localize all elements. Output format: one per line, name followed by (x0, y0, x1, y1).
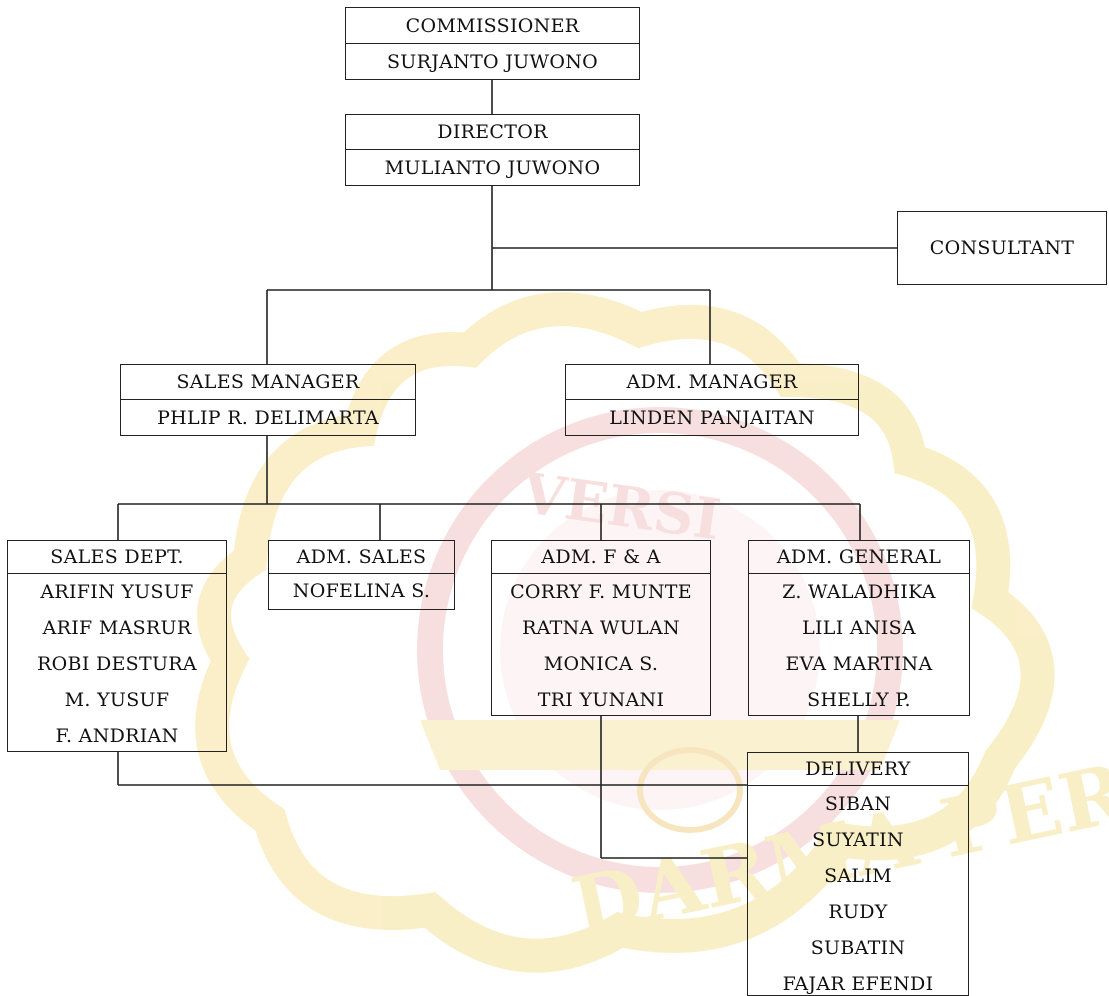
director-title: DIRECTOR (346, 115, 639, 150)
adm-sales-member: NOFELINA S. (292, 580, 431, 602)
sales-dept-member: ARIF MASRUR (42, 617, 192, 639)
adm-sales-box: ADM. SALES NOFELINA S. (268, 540, 455, 610)
adm-fa-title: ADM. F & A (492, 541, 710, 574)
adm-general-member: LILI ANISA (802, 617, 916, 639)
delivery-member: SUBATIN (810, 937, 906, 959)
delivery-box: DELIVERY SIBAN SUYATIN SALIM RUDY SUBATI… (747, 752, 969, 996)
adm-fa-box: ADM. F & A CORRY F. MUNTE RATNA WULAN MO… (491, 540, 711, 716)
delivery-member: SALIM (824, 865, 892, 887)
sales-manager-name: PHLIP R. DELIMARTA (157, 406, 379, 429)
sales-dept-box: SALES DEPT. ARIFIN YUSUF ARIF MASRUR ROB… (7, 540, 227, 752)
commissioner-title: COMMISSIONER (346, 8, 639, 44)
director-name: MULIANTO JUWONO (384, 156, 601, 179)
adm-general-box: ADM. GENERAL Z. WALADHIKA LILI ANISA EVA… (748, 540, 970, 716)
sales-dept-member: M. YUSUF (64, 689, 170, 711)
adm-fa-member: CORRY F. MUNTE (510, 581, 692, 603)
adm-general-title: ADM. GENERAL (749, 541, 969, 574)
adm-manager-title: ADM. MANAGER (566, 365, 858, 400)
adm-general-member: Z. WALADHIKA (782, 581, 936, 603)
commissioner-box: COMMISSIONER SURJANTO JUWONO (345, 7, 640, 80)
adm-general-member: EVA MARTINA (785, 653, 933, 675)
delivery-member: FAJAR EFENDI (782, 973, 934, 995)
sales-manager-box: SALES MANAGER PHLIP R. DELIMARTA (120, 364, 416, 436)
consultant-box: CONSULTANT (897, 211, 1107, 285)
delivery-member: SIBAN (824, 793, 892, 815)
adm-manager-box: ADM. MANAGER LINDEN PANJAITAN (565, 364, 859, 436)
delivery-member: SUYATIN (812, 829, 904, 851)
consultant-title: CONSULTANT (929, 236, 1075, 259)
sales-manager-title: SALES MANAGER (121, 365, 415, 400)
commissioner-name: SURJANTO JUWONO (386, 50, 599, 73)
adm-fa-member: TRI YUNANI (537, 689, 665, 711)
delivery-title: DELIVERY (748, 753, 968, 786)
sales-dept-member: ROBI DESTURA (37, 653, 197, 675)
adm-sales-title: ADM. SALES (269, 541, 454, 574)
sales-dept-member: ARIFIN YUSUF (40, 581, 194, 603)
adm-manager-name: LINDEN PANJAITAN (609, 406, 815, 429)
adm-fa-member: RATNA WULAN (522, 617, 680, 639)
director-box: DIRECTOR MULIANTO JUWONO (345, 114, 640, 186)
adm-general-member: SHELLY P. (807, 689, 911, 711)
sales-dept-member: F. ANDRIAN (55, 725, 179, 747)
adm-fa-member: MONICA S. (543, 653, 659, 675)
delivery-member: RUDY (828, 901, 888, 923)
sales-dept-title: SALES DEPT. (8, 541, 226, 574)
